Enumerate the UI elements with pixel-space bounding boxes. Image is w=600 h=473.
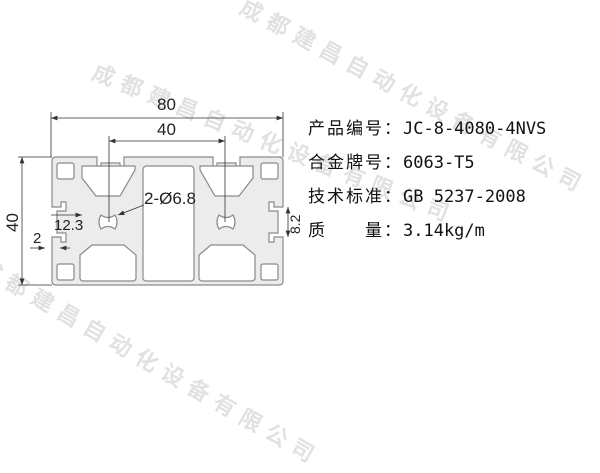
spec-label: 质 量： bbox=[308, 221, 403, 241]
dim-wall: 2 bbox=[33, 230, 41, 247]
spec-value: JC-8-4080-4NVS bbox=[403, 119, 547, 139]
spec-list: 产品编号：JC-8-4080-4NVS 合金牌号：6063-T5 技术标准：GB… bbox=[308, 112, 546, 248]
dim-hole: 2-Ø6.8 bbox=[144, 189, 196, 208]
spec-label: 产品编号： bbox=[308, 119, 403, 139]
dimension-lines bbox=[18, 112, 291, 286]
spec-value: 6063-T5 bbox=[403, 153, 475, 173]
dim-overall-width: 80 bbox=[157, 95, 176, 114]
dim-height: 40 bbox=[3, 213, 22, 232]
spec-value: 3.14kg/m bbox=[403, 221, 485, 241]
dim-slot-spacing: 40 bbox=[157, 120, 176, 139]
spec-standard: 技术标准：GB 5237-2008 bbox=[308, 180, 546, 214]
spec-value: GB 5237-2008 bbox=[403, 187, 526, 207]
profile-drawing: 80 40 40 2-Ø6.8 12.3 2 8.2 bbox=[3, 95, 303, 286]
spec-weight: 质 量：3.14kg/m bbox=[308, 214, 546, 248]
spec-alloy: 合金牌号：6063-T5 bbox=[308, 146, 546, 180]
spec-label: 合金牌号： bbox=[308, 153, 403, 173]
aluminum-profile bbox=[51, 156, 284, 286]
dim-slot-width: 8.2 bbox=[287, 214, 303, 234]
dim-offset: 12.3 bbox=[54, 217, 83, 234]
spec-label: 技术标准： bbox=[308, 187, 403, 207]
spec-product-code: 产品编号：JC-8-4080-4NVS bbox=[308, 112, 546, 146]
